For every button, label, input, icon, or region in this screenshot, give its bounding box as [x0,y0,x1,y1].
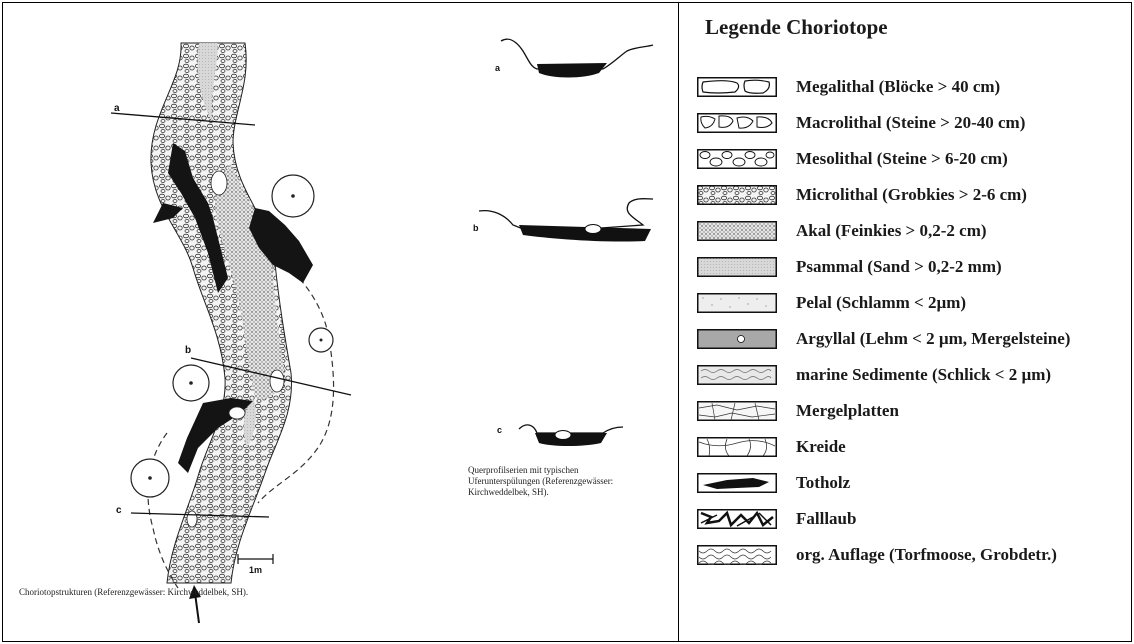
legend-label: Megalithal (Blöcke > 40 cm) [796,77,1000,97]
legend-label: Akal (Feinkies > 0,2-2 cm) [796,221,987,241]
section-label-b: b [185,345,191,356]
profile-label-a: a [495,63,500,73]
choriotope-structure-panel: a b c a b c 1m Choriotopstrukturen (Refe… [3,3,677,639]
panel-divider [678,2,679,642]
profile-b [479,199,653,229]
stream-map-diagram [3,3,677,639]
megalithal-swatch [697,77,777,97]
totholz-swatch [697,473,777,493]
microlithal-swatch [697,185,777,205]
mergelplatten-swatch [697,401,777,421]
stone-lens [229,407,245,419]
legend-label: Macrolithal (Steine > 20-40 cm) [796,113,1025,133]
legend-label: Totholz [796,473,850,493]
legend-item: Akal (Feinkies > 0,2-2 cm) [697,216,987,246]
legend-item: Microlithal (Grobkies > 2-6 cm) [697,180,1027,210]
legend-panel: Legende Choriotope Megalithal (Blöcke > … [680,3,1130,639]
legend-label: Microlithal (Grobkies > 2-6 cm) [796,185,1027,205]
psammal-swatch [697,257,777,277]
stone-lens [211,171,227,195]
legend-item: Psammal (Sand > 0,2-2 mm) [697,252,1002,282]
macrolithal-swatch [697,113,777,133]
section-label-a: a [114,103,120,114]
legend-item: Falllaub [697,504,856,534]
falllaub-swatch [697,509,777,529]
kreide-swatch [697,437,777,457]
legend-item: org. Auflage (Torfmoose, Grobdetr.) [697,540,1057,570]
legend-item: Kreide [697,432,846,462]
legend-item: Megalithal (Blöcke > 40 cm) [697,72,1000,102]
legend-label: Mesolithal (Steine > 6-20 cm) [796,149,1008,169]
legend-label: org. Auflage (Torfmoose, Grobdetr.) [796,545,1057,565]
stone-lens [270,370,284,392]
legend-item: Mesolithal (Steine > 6-20 cm) [697,144,1008,174]
legend-label: Kreide [796,437,846,457]
pelal-swatch [697,293,777,313]
legend-item: Pelal (Schlamm < 2µm) [697,288,966,318]
mesolithal-swatch [697,149,777,169]
marine-sediment-swatch [697,365,777,385]
legend-item: marine Sedimente (Schlick < 2 µm) [697,360,1051,390]
section-label-c: c [116,505,122,516]
profile-c [519,425,623,433]
legend-label: Mergelplatten [796,401,899,421]
org-auflage-swatch [697,545,777,565]
stone-lens [187,511,197,527]
legend-item: Mergelplatten [697,396,899,426]
legend-label: Argyllal (Lehm < 2 µm, Mergelsteine) [796,329,1070,349]
legend-item: Totholz [697,468,850,498]
legend-item: Macrolithal (Steine > 20-40 cm) [697,108,1025,138]
legend-title: Legende Choriotope [705,15,888,40]
akal-swatch [697,221,777,241]
legend-label: Falllaub [796,509,856,529]
structure-caption: Choriotopstrukturen (Referenzgewässer: K… [19,587,379,598]
profiles-caption: Querprofilserien mit typischen Uferunter… [468,465,636,498]
legend-item: Argyllal (Lehm < 2 µm, Mergelsteine) [697,324,1070,354]
legend-label: Pelal (Schlamm < 2µm) [796,293,966,313]
profile-label-c: c [497,425,502,435]
profile-label-b: b [473,223,479,233]
legend-label: Psammal (Sand > 0,2-2 mm) [796,257,1002,277]
argyllal-swatch [697,329,777,349]
scale-label: 1m [249,565,262,575]
legend-label: marine Sedimente (Schlick < 2 µm) [796,365,1051,385]
